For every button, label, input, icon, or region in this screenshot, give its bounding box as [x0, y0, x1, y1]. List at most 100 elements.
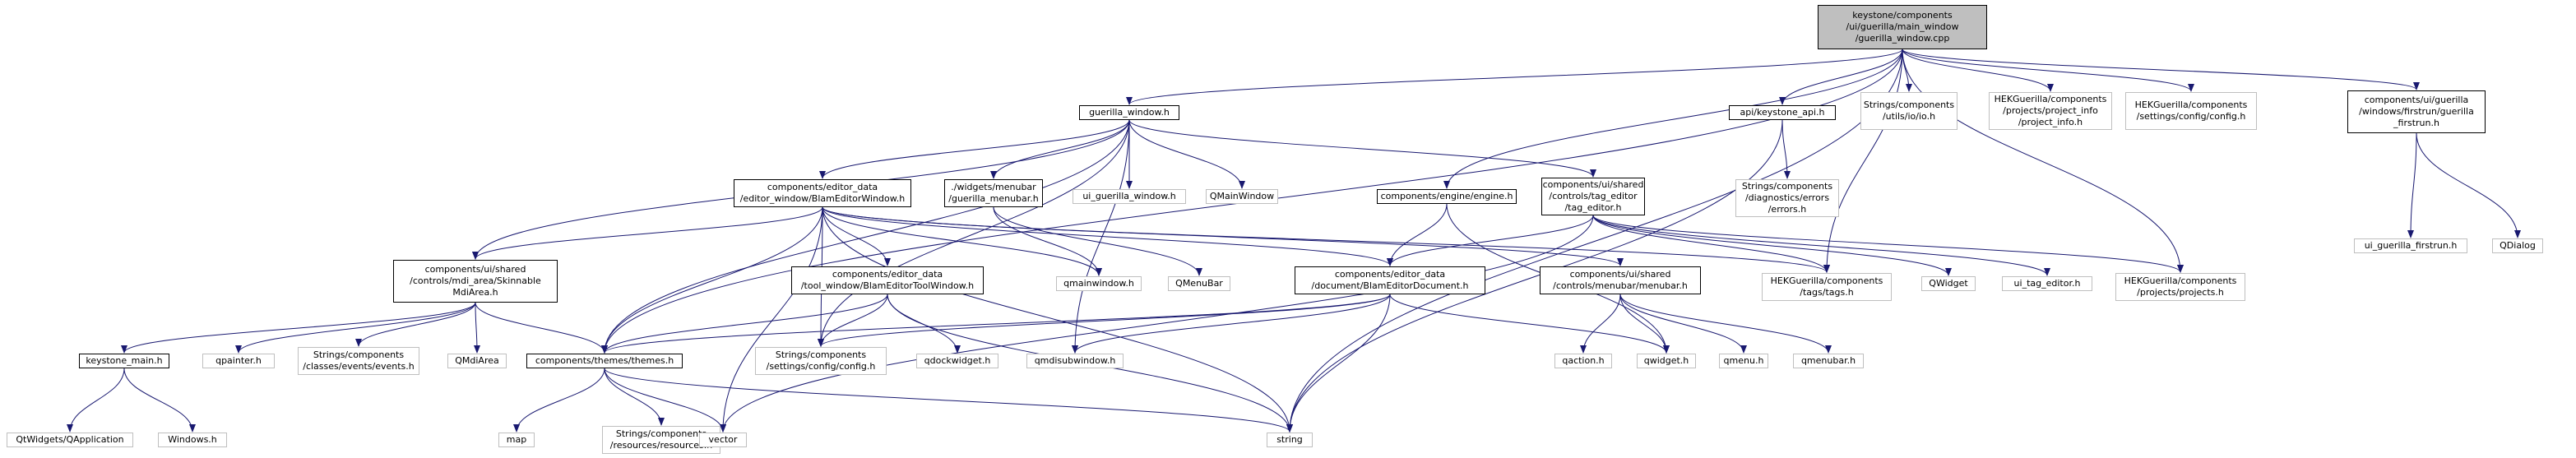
edge-blam_editor_window_h-to-string	[822, 206, 1293, 433]
node-label-line: qmainwindow.h	[1063, 278, 1134, 289]
edge-blam_editor_window_h-to-blam_editor_document_h	[822, 206, 1393, 266]
node-label-line: components/editor_data	[767, 182, 878, 192]
edge-guerilla_window_h-to-qmainwindow_cls	[1128, 119, 1245, 189]
node-qdialog: QDialog	[2492, 238, 2543, 253]
node-qwidget-cls: QWidget	[1921, 276, 1976, 291]
edge-blam_editor_document_h-to-themes_h	[601, 294, 1391, 354]
node-qpainter-h: qpainter.h	[202, 354, 275, 368]
node-projects-h: HEKGuerilla/components/projects/projects…	[2115, 273, 2245, 301]
edge-menubar_h-to-qmenu_h	[1619, 294, 1747, 354]
node-qmenubar-h: qmenubar.h	[1793, 354, 1864, 368]
node-label-line: qpainter.h	[215, 355, 262, 366]
node-windows-h: Windows.h	[158, 433, 227, 447]
node-label-line: QMdiArea	[455, 355, 499, 366]
node-label-line: ui_guerilla_window.h	[1082, 191, 1176, 201]
node-label-line: map	[506, 434, 527, 445]
node-themes-h[interactable]: components/themes/themes.h	[526, 354, 683, 368]
node-guerilla-menubar-h[interactable]: ./widgets/menubar/guerilla_menubar.h	[944, 179, 1043, 207]
edge-blam_editor_window_h-to-blam_editor_tool_window_h	[822, 206, 891, 266]
node-label-line: components/ui/shared	[424, 264, 526, 275]
edge-keystone_api_h-to-string	[1286, 119, 1783, 433]
node-label-line: keystone/components	[1852, 10, 1953, 21]
node-blam-editor-window-h[interactable]: components/editor_data/editor_window/Bla…	[734, 179, 911, 207]
node-blam-editor-document-h[interactable]: components/editor_data/document/BlamEdit…	[1295, 266, 1485, 294]
edge-themes_h-to-resources_h	[604, 368, 665, 426]
node-guerilla-firstrun-h[interactable]: components/ui/guerilla/windows/firstrun/…	[2347, 90, 2486, 133]
node-tag-editor-h[interactable]: components/ui/shared/controls/tag_editor…	[1541, 178, 1645, 215]
edge-menubar_h-to-qaction_h	[1580, 294, 1621, 354]
node-label-line: guerilla_window.h	[1089, 107, 1170, 118]
node-keystone-main-h[interactable]: keystone_main.h	[79, 354, 169, 368]
node-qmenubar-cls: QMenuBar	[1168, 276, 1230, 291]
edge-guerilla_menubar_h-to-qmenubar_cls	[993, 206, 1202, 276]
node-label-line: QMenuBar	[1175, 278, 1223, 289]
node-qmenu-h: qmenu.h	[1719, 354, 1768, 368]
node-label-line: HEKGuerilla/components	[2124, 275, 2237, 286]
node-label-line: /project_info.h	[2018, 117, 2083, 127]
node-label-line: /tags/tags.h	[1800, 287, 1854, 298]
edge-tag_editor_h-to-ui_tag_editor_h	[1592, 215, 2050, 276]
edge-blam_editor_window_h-to-themes_h	[601, 206, 823, 354]
edge-keystone_api_h-to-errors_h	[1781, 119, 1791, 179]
node-label-line: /tag_editor.h	[1564, 202, 1622, 213]
node-settings-config-h: HEKGuerilla/components/settings/config/c…	[2125, 92, 2257, 130]
edge-tag_editor_h-to-tags_h	[1592, 215, 1830, 273]
node-label-line: components/engine/engine.h	[1380, 191, 1513, 201]
edge-engine_h-to-blam_editor_document_h	[1387, 203, 1448, 266]
edge-skinnable_mdi_area_h-to-qpainter_h	[235, 302, 476, 354]
node-label-line: api/keystone_api.h	[1740, 107, 1825, 118]
node-label-line: ./widgets/menubar	[951, 182, 1036, 192]
node-label-line: /utils/io/io.h	[1882, 111, 1936, 122]
node-keystone-api-h[interactable]: api/keystone_api.h	[1729, 105, 1836, 120]
node-skinnable-mdi-area-h[interactable]: components/ui/shared/controls/mdi_area/S…	[393, 260, 558, 303]
edge-skinnable_mdi_area_h-to-events_h	[355, 302, 476, 347]
edge-blam_editor_window_h-to-skinnable_mdi_area_h	[472, 206, 823, 260]
node-engine-h[interactable]: components/engine/engine.h	[1377, 189, 1517, 204]
node-label-line: QWidget	[1929, 278, 1968, 289]
node-menubar-h[interactable]: components/ui/shared/controls/menubar/me…	[1540, 266, 1701, 294]
node-label-line: /diagnostics/errors	[1744, 192, 1830, 203]
node-label-line: vector	[708, 434, 738, 445]
node-label-line: /projects/projects.h	[2137, 287, 2224, 298]
node-label-line: /projects/project_info	[2003, 105, 2098, 116]
node-label-line: Strings/components	[775, 349, 867, 360]
edge-blam_editor_window_h-to-tags_h	[822, 206, 1830, 273]
node-guerilla-window-h[interactable]: guerilla_window.h	[1079, 105, 1179, 120]
edge-themes_h-to-vector	[604, 368, 726, 433]
edge-themes_h-to-map	[513, 368, 605, 433]
node-ui-guerilla-firstrun-h: ui_guerilla_firstrun.h	[2354, 238, 2467, 253]
node-label-line: /document/BlamEditorDocument.h	[1311, 280, 1469, 291]
node-label-line: qmenubar.h	[1800, 355, 1856, 366]
node-label-line: qwidget.h	[1643, 355, 1689, 366]
node-label-line: /controls/mdi_area/Skinnable	[410, 275, 541, 286]
edge-blam_editor_tool_window_h-to-themes_h	[601, 294, 888, 354]
edge-guerilla_window_h-to-guerilla_menubar_h	[990, 119, 1130, 179]
node-label-line: components/ui/shared	[1542, 179, 1644, 190]
edge-skinnable_mdi_area_h-to-themes_h	[475, 302, 608, 354]
node-label-line: /windows/firstrun/guerilla	[2359, 106, 2474, 117]
node-events-h: Strings/components/classes/events/events…	[298, 347, 419, 375]
edge-guerilla_window_h-to-tag_editor_h	[1128, 119, 1596, 178]
edge-tag_editor_h-to-projects_h	[1592, 215, 2184, 273]
node-qmdisubwindow-h: qmdisubwindow.h	[1026, 354, 1124, 368]
node-errors-h: Strings/components/diagnostics/errors/er…	[1735, 179, 1839, 217]
edge-tag_editor_h-to-vector	[720, 215, 1594, 433]
node-label-line: qmenu.h	[1723, 355, 1764, 366]
node-blam-editor-tool-window-h[interactable]: components/editor_data/tool_window/BlamE…	[791, 266, 984, 294]
node-label-line: /errors.h	[1768, 204, 1807, 215]
node-label-line: Strings/components	[313, 349, 405, 360]
node-root[interactable]: keystone/components/ui/guerilla/main_win…	[1818, 5, 1987, 49]
node-label-line: /ui/guerilla/main_window	[1846, 21, 1959, 32]
edge-keystone_main_h-to-qtwidgets_qapplication	[67, 368, 125, 433]
node-label-line: Strings/components	[615, 428, 707, 439]
node-label-line: string	[1276, 434, 1303, 445]
node-label-line: /editor_window/BlamEditorWindow.h	[739, 193, 906, 204]
edge-root-to-guerilla_window_h	[1126, 49, 1903, 105]
node-label-line: qdockwidget.h	[924, 355, 991, 366]
node-label-line: QtWidgets/QApplication	[16, 434, 124, 445]
node-qtwidgets-qapplication: QtWidgets/QApplication	[7, 433, 133, 447]
node-label-line: QDialog	[2500, 240, 2536, 251]
node-qaction-h: qaction.h	[1554, 354, 1612, 368]
edge-guerilla_window_h-to-themes_h	[601, 119, 1130, 354]
